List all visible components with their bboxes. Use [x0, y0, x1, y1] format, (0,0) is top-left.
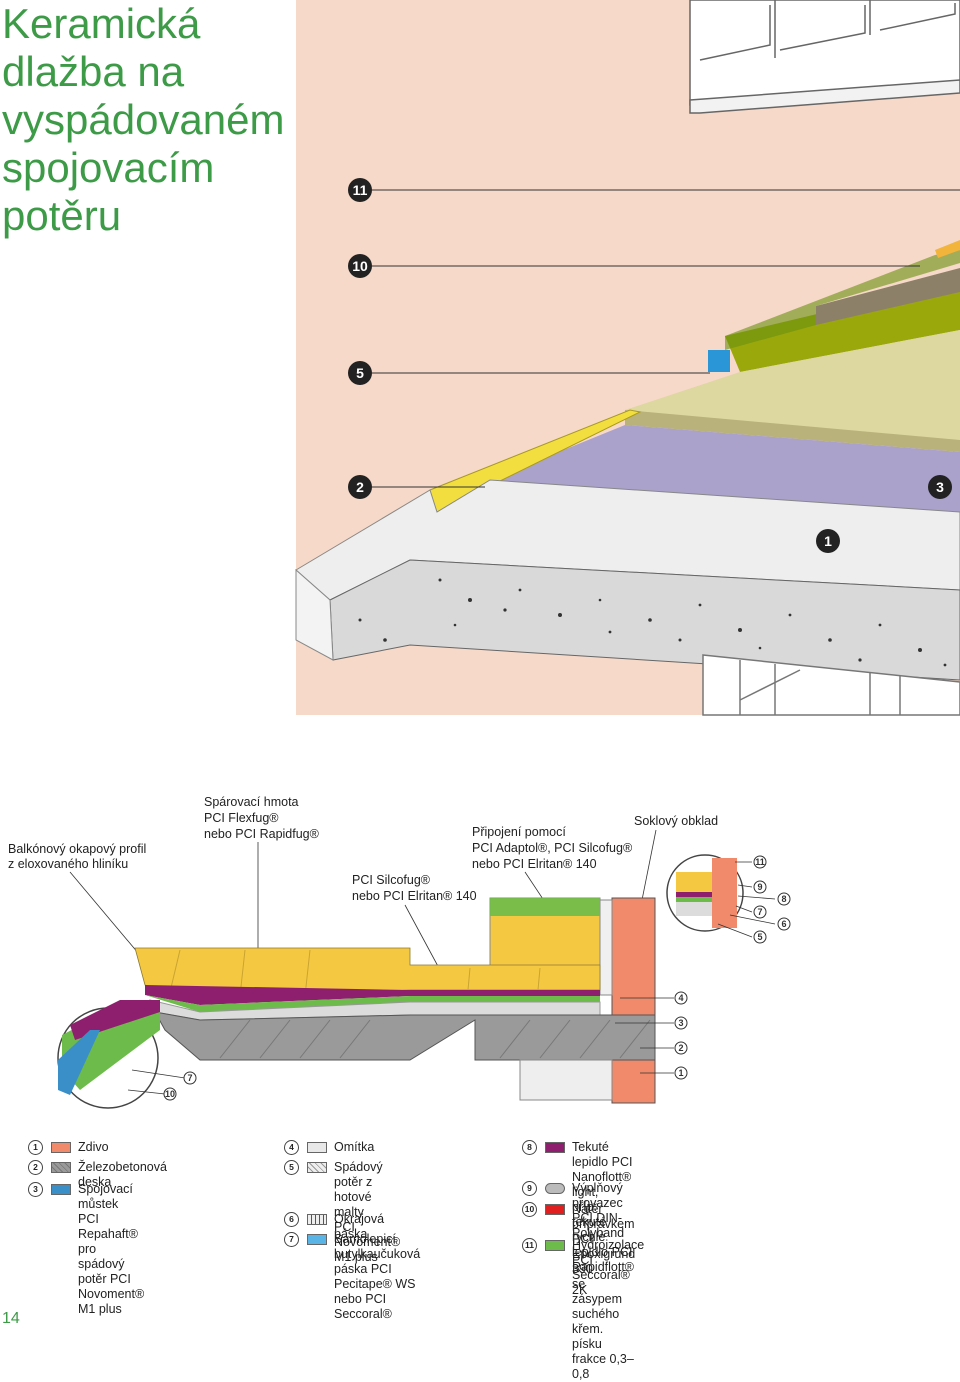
svg-text:11: 11 [353, 182, 368, 198]
marker-3-icon: 3 [928, 475, 952, 499]
svg-text:2: 2 [356, 479, 364, 495]
marker-10-icon: 10 [348, 254, 372, 278]
svg-text:1: 1 [824, 533, 832, 549]
svg-text:nebo PCI Elritan® 140: nebo PCI Elritan® 140 [352, 889, 477, 903]
svg-text:PCI Flexfug®: PCI Flexfug® [204, 811, 279, 825]
svg-text:5: 5 [757, 932, 762, 942]
page-number: 14 [2, 1310, 20, 1327]
title-line: Keramická [2, 0, 201, 47]
marker-1-icon: 1 [816, 529, 840, 553]
svg-text:10: 10 [352, 258, 368, 274]
callout-joint: Připojení pomocí [472, 825, 566, 839]
wall [611, 897, 656, 1104]
right-detail-icon: 11 9 8 7 6 5 [666, 854, 791, 944]
title-line: vyspádovaném [2, 96, 285, 143]
svg-text:5: 5 [356, 365, 364, 381]
bonding-bridge-layer [490, 425, 960, 512]
svg-text:6: 6 [781, 919, 786, 929]
svg-text:z eloxovaného hliníku: z eloxovaného hliníku [8, 857, 128, 871]
svg-text:4: 4 [678, 993, 683, 1003]
title-line: dlažba na [2, 48, 185, 95]
balcony-illustration: 11 10 5 2 3 1 [295, 0, 960, 716]
callout-profile: Balkónový okapový profil [8, 842, 146, 856]
svg-text:nebo PCI Elritan® 140: nebo PCI Elritan® 140 [472, 857, 597, 871]
svg-text:1: 1 [678, 1068, 683, 1078]
svg-text:7: 7 [757, 907, 762, 917]
callout-skirting: Soklový obklad [634, 814, 718, 828]
marker-5-icon: 5 [348, 361, 372, 385]
blue-tape [708, 350, 730, 372]
hatch [219, 1019, 651, 1059]
concrete-dots [358, 578, 947, 667]
screed-layer [625, 330, 960, 440]
window-top [689, 0, 960, 114]
svg-text:7: 7 [187, 1073, 192, 1083]
side-numbers [615, 997, 674, 1074]
title-line: spojovacím [2, 144, 215, 191]
svg-text:2: 2 [678, 1043, 683, 1053]
svg-text:nebo PCI Rapidfug®: nebo PCI Rapidfug® [204, 827, 320, 841]
marker-2-icon: 2 [348, 475, 372, 499]
svg-text:10: 10 [165, 1089, 175, 1099]
title-line: potěru [2, 192, 122, 239]
concrete-slab [154, 1011, 656, 1061]
brown-tile-layer [816, 268, 960, 325]
svg-text:3: 3 [678, 1018, 683, 1028]
svg-text:11: 11 [755, 857, 765, 867]
svg-text:9: 9 [757, 882, 762, 892]
marker-11-icon: 11 [348, 178, 372, 202]
callout-grout: Spárovací hmota [204, 795, 299, 809]
page-title: Keramická dlažba na vyspádovaném spojova… [2, 0, 292, 240]
left-detail-icon: 7 10 [57, 1000, 197, 1109]
svg-text:3: 3 [936, 479, 944, 495]
svg-text:PCI Adaptol®, PCI Silcofug®: PCI Adaptol®, PCI Silcofug® [472, 841, 633, 855]
marker-lines [372, 189, 960, 488]
section-diagram: Balkónový okapový profil z eloxovaného h… [8, 795, 791, 1109]
callout-silcofug: PCI Silcofug® [352, 873, 431, 887]
svg-text:8: 8 [781, 894, 786, 904]
window-bottom [702, 654, 960, 716]
